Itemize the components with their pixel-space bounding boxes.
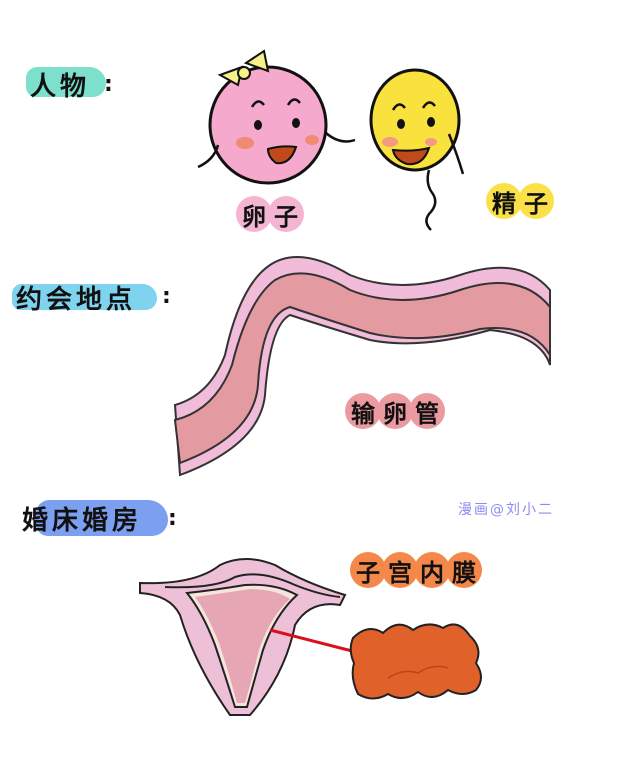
endometrium-name-char: 宫 (382, 552, 418, 588)
characters-colon: : (104, 72, 113, 97)
endometrium-tissue-icon (349, 623, 482, 700)
fallopian-tube-name-char: 输 (345, 393, 381, 429)
sperm-name-char: 子 (518, 183, 554, 219)
endometrium-name-char: 内 (414, 552, 450, 588)
wedding-room-label: 婚床婚房 (22, 506, 143, 536)
fallopian-tube-icon (173, 256, 551, 477)
characters-highlight (26, 67, 106, 97)
sperm-name-char: 精 (486, 183, 522, 219)
sperm-name-label: 精 子 (486, 183, 554, 219)
fallopian-tube-name-char: 管 (409, 393, 445, 429)
egg-character-icon (197, 49, 356, 185)
characters-label: 人物 (30, 72, 91, 102)
endometrium-name-char: 膜 (446, 552, 482, 588)
sperm-character-icon (369, 68, 465, 231)
egg-name-label: 卵 子 (236, 196, 304, 232)
meeting-place-highlight (12, 284, 157, 310)
egg-name-char: 卵 (236, 196, 272, 232)
fallopian-tube-name-char: 卵 (377, 393, 413, 429)
uterus-icon (139, 558, 347, 716)
meeting-place-colon: : (162, 284, 171, 309)
fallopian-tube-name-label: 输 卵 管 (345, 393, 445, 429)
endometrium-name-label: 子 宫 内 膜 (350, 552, 482, 588)
wedding-room-highlight (36, 500, 168, 536)
endometrium-name-char: 子 (350, 552, 386, 588)
meeting-place-label: 约会地点 (16, 285, 137, 315)
egg-name-char: 子 (268, 196, 304, 232)
wedding-room-colon: : (168, 506, 177, 531)
watermark: 漫画@刘小二 (458, 502, 554, 518)
pointer-line-icon (269, 628, 357, 654)
